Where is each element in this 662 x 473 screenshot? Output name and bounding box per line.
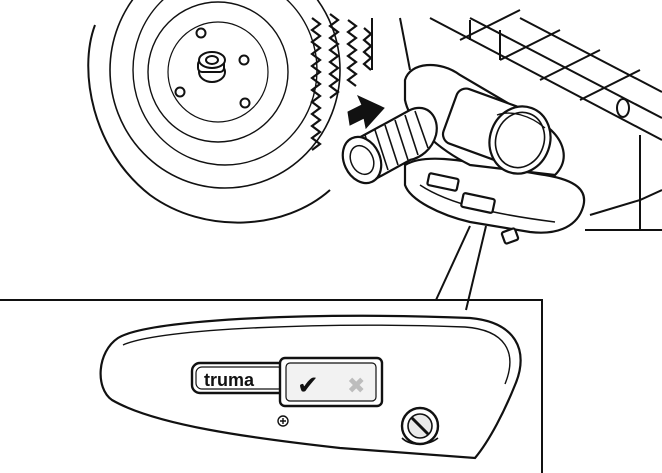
arrow-right-icon: [347, 94, 385, 130]
caravan-wheel: [87, 0, 341, 224]
wheel-bolt: [239, 97, 251, 109]
status-indicator-window: ✔ ✖: [278, 356, 384, 408]
base-label-plate: [426, 172, 460, 192]
screw-head-icon: [400, 406, 440, 446]
small-screw-icon: [277, 415, 289, 427]
wheel-bolt: [195, 27, 207, 39]
callout-leader-lines: [435, 225, 487, 311]
mover-drive-unit: [403, 63, 586, 245]
base-indicator-window: [460, 192, 496, 214]
wheel-bolt: [238, 54, 250, 66]
wheel-hub: [197, 51, 226, 83]
tyre-tread: [310, 13, 373, 151]
check-icon: ✔: [297, 371, 319, 401]
chassis-frame: [371, 9, 662, 231]
drive-roller: [341, 106, 438, 185]
locking-pin: [500, 227, 520, 245]
truma-logo-plate: truma: [190, 361, 290, 395]
detail-view-frame: [0, 299, 543, 473]
wheel-bolt: [174, 86, 186, 98]
truma-logo-text: truma: [204, 370, 255, 390]
cross-icon: ✖: [347, 374, 365, 399]
